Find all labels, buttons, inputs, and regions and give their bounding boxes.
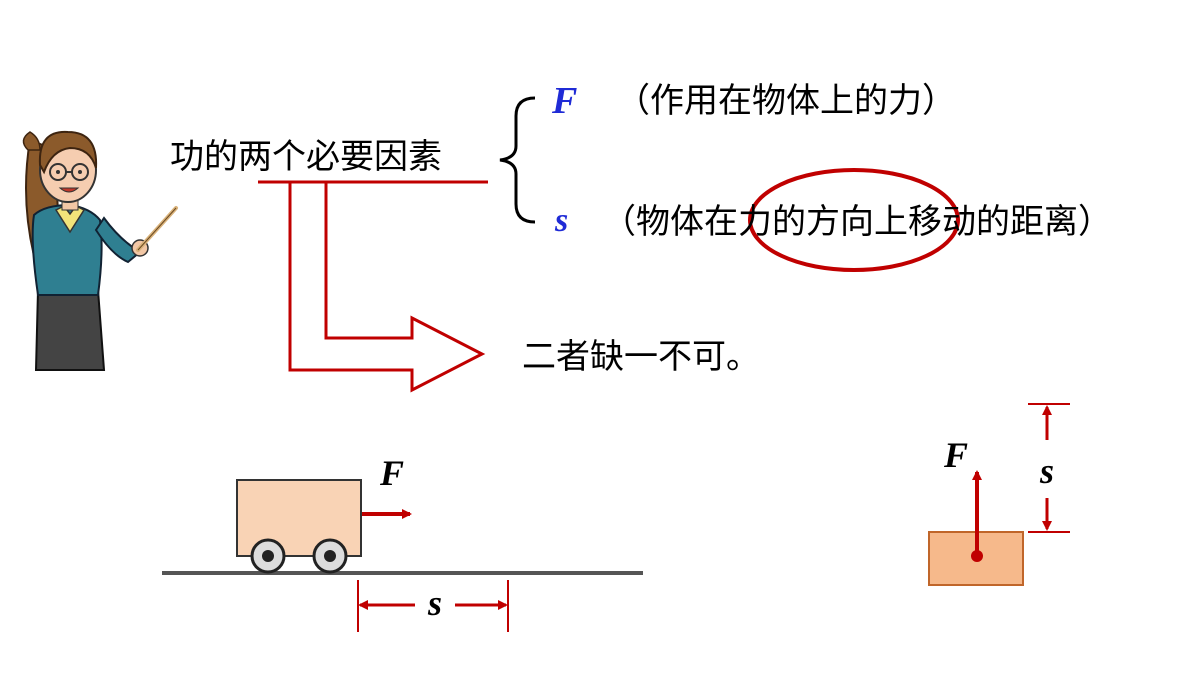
factor-s-desc-pre: （物体在 xyxy=(602,202,738,242)
brace xyxy=(499,96,536,224)
factor-f-desc: （作用在物体上的力） xyxy=(616,81,956,121)
conclusion-text: 二者缺一不可。 xyxy=(522,337,760,377)
lift-distance-label: s xyxy=(1040,451,1055,491)
factor-s-symbol: s xyxy=(555,202,569,239)
teacher-illustration xyxy=(22,130,178,371)
lift-force-label: F xyxy=(944,435,969,475)
cart-force-label: F xyxy=(380,453,405,493)
cart-wheel-left xyxy=(250,538,286,574)
cart-diagram xyxy=(162,479,643,632)
factor-f-symbol: F xyxy=(552,80,578,122)
lift-diagram xyxy=(928,403,1070,586)
force-origin-dot xyxy=(971,550,983,562)
factor-s-desc-highlight: 力的方向上 xyxy=(738,202,908,242)
cart-wheel-right xyxy=(312,538,348,574)
title-text: 功的两个必要因素 xyxy=(170,137,442,177)
outline-arrow xyxy=(288,182,486,393)
factor-s-desc: （物体在力的方向上移动的距离） xyxy=(602,205,1112,239)
highlight-ellipse xyxy=(748,168,960,272)
cart-distance-label: s xyxy=(428,583,443,623)
factor-s-desc-post: 移动的距离） xyxy=(908,202,1112,242)
